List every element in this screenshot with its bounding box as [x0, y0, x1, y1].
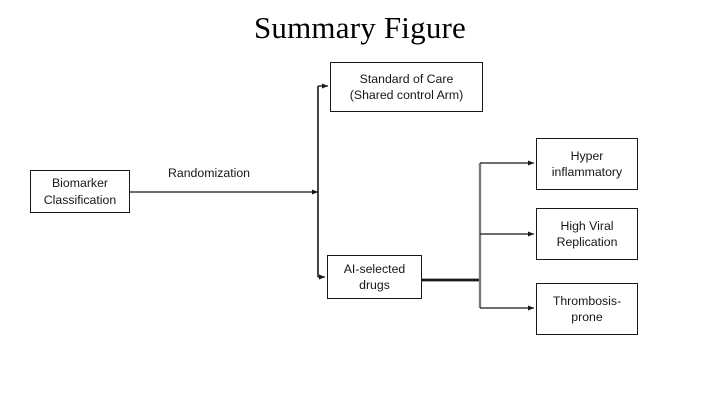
- node-thrombosis-prone-label: Thrombosis- prone: [552, 293, 622, 324]
- node-biomarker-classification-label: Biomarker Classification: [43, 176, 117, 207]
- node-high-viral-replication-label: High Viral Replication: [556, 218, 618, 249]
- node-hyper-inflammatory[interactable]: Hyper inflammatory: [536, 138, 638, 190]
- node-standard-of-care-label: Standard of Care (Shared control Arm): [349, 71, 464, 102]
- node-ai-selected-drugs[interactable]: AI-selected drugs: [327, 255, 422, 299]
- node-ai-selected-drugs-label: AI-selected drugs: [343, 261, 406, 292]
- page-title: Summary Figure: [253, 10, 467, 45]
- edge-label-randomization: Randomization: [168, 166, 251, 180]
- node-standard-of-care[interactable]: Standard of Care (Shared control Arm): [330, 62, 483, 112]
- node-thrombosis-prone[interactable]: Thrombosis- prone: [536, 283, 638, 335]
- node-biomarker-classification[interactable]: Biomarker Classification: [30, 170, 130, 213]
- node-high-viral-replication[interactable]: High Viral Replication: [536, 208, 638, 260]
- node-hyper-inflammatory-label: Hyper inflammatory: [551, 148, 623, 179]
